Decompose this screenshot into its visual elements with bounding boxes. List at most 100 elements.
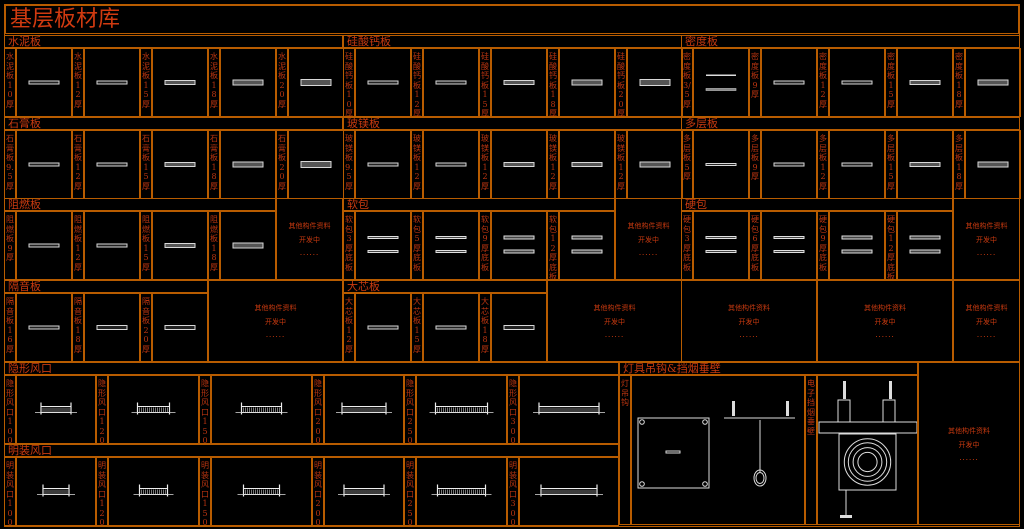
- board-cell[interactable]: [559, 130, 615, 199]
- hidden-vent-drawing: [35, 402, 77, 415]
- vent-cell[interactable]: [324, 457, 404, 526]
- board-label: 水泥板10厚: [4, 48, 16, 117]
- board-cell[interactable]: [220, 130, 276, 199]
- board-cell[interactable]: [152, 293, 208, 362]
- placeholder-dots: ......: [638, 249, 659, 257]
- placeholder-dots: ......: [875, 331, 895, 339]
- board-section-drawing: [705, 236, 737, 253]
- vent-label: 明装风口1200mm宽: [96, 457, 108, 526]
- board-label: 玻镁板12厚: [615, 130, 627, 199]
- section-header-阻燃板: 阻燃板: [4, 198, 276, 211]
- board-cell[interactable]: [355, 48, 411, 117]
- board-cell[interactable]: [84, 48, 140, 117]
- board-cell[interactable]: [491, 293, 547, 362]
- board-cell[interactable]: [491, 48, 547, 117]
- board-cell[interactable]: [16, 211, 72, 280]
- board-cell[interactable]: [693, 48, 749, 117]
- board-cell[interactable]: [152, 48, 208, 117]
- board-cell[interactable]: [16, 130, 72, 199]
- board-section-drawing: [96, 162, 128, 167]
- board-cell[interactable]: [627, 130, 683, 199]
- board-cell[interactable]: [220, 211, 276, 280]
- board-section-drawing: [367, 162, 399, 167]
- board-cell[interactable]: [761, 48, 817, 117]
- board-cell[interactable]: [423, 211, 479, 280]
- board-cell[interactable]: [559, 211, 615, 280]
- board-cell[interactable]: [627, 48, 683, 117]
- vent-cell[interactable]: [416, 375, 507, 444]
- board-label: 石膏板9.5厚: [4, 130, 16, 199]
- vent-cell[interactable]: [324, 375, 404, 444]
- vent-cell[interactable]: [416, 457, 507, 526]
- board-section-drawing: [435, 325, 467, 330]
- board-section-drawing: [367, 325, 399, 330]
- board-cell[interactable]: [897, 130, 953, 199]
- board-label: 硬包9厚底板: [817, 211, 829, 280]
- board-cell[interactable]: [16, 293, 72, 362]
- surface-vent-drawing: [37, 484, 75, 497]
- board-cell[interactable]: [897, 48, 953, 117]
- vent-cell[interactable]: [519, 375, 619, 444]
- board-cell[interactable]: [491, 130, 547, 199]
- board-section-drawing: [435, 162, 467, 167]
- placeholder-in-development: 其他构件资料开发中......: [615, 198, 682, 280]
- board-cell[interactable]: [84, 211, 140, 280]
- board-cell[interactable]: [897, 211, 953, 280]
- board-cell[interactable]: [152, 130, 208, 199]
- placeholder-status: 开发中: [265, 318, 286, 326]
- vent-cell[interactable]: [108, 457, 199, 526]
- board-label: 玻镁板12厚: [547, 130, 559, 199]
- vent-cell[interactable]: [519, 457, 619, 526]
- board-cell[interactable]: [965, 48, 1021, 117]
- board-cell[interactable]: [220, 48, 276, 117]
- board-cell[interactable]: [423, 48, 479, 117]
- board-cell[interactable]: [423, 293, 479, 362]
- surface-vent-drawing: [535, 484, 603, 497]
- board-cell[interactable]: [829, 48, 885, 117]
- board-section-drawing: [773, 80, 805, 85]
- board-cell[interactable]: [761, 130, 817, 199]
- board-cell[interactable]: [491, 211, 547, 280]
- board-cell[interactable]: [355, 293, 411, 362]
- board-cell[interactable]: [16, 48, 72, 117]
- section-header-大芯板: 大芯板: [343, 280, 547, 293]
- board-label: 密度板3/5厚: [681, 48, 693, 117]
- vent-cell[interactable]: [108, 375, 199, 444]
- board-cell[interactable]: [84, 293, 140, 362]
- vent-cell[interactable]: [211, 375, 312, 444]
- board-cell[interactable]: [288, 130, 344, 199]
- board-cell[interactable]: [423, 130, 479, 199]
- board-cell[interactable]: [152, 211, 208, 280]
- board-cell[interactable]: [355, 211, 411, 280]
- board-cell[interactable]: [84, 130, 140, 199]
- hidden-vent-drawing: [235, 402, 288, 415]
- vent-cell[interactable]: [211, 457, 312, 526]
- board-cell[interactable]: [693, 211, 749, 280]
- board-section-drawing: [28, 325, 60, 330]
- placeholder-in-development: 其他构件资料开发中......: [681, 280, 817, 362]
- board-cell[interactable]: [559, 48, 615, 117]
- board-cell[interactable]: [965, 130, 1021, 199]
- board-cell[interactable]: [288, 48, 344, 117]
- section-header-隔音板: 隔音板: [4, 280, 208, 293]
- board-cell[interactable]: [761, 211, 817, 280]
- board-cell[interactable]: [829, 211, 885, 280]
- placeholder-status: 开发中: [638, 236, 659, 244]
- board-label: 硬包6厚底板: [749, 211, 761, 280]
- board-section-drawing: [232, 79, 264, 86]
- vent-cell[interactable]: [16, 457, 96, 526]
- board-label: 阻燃板18厚: [208, 211, 220, 280]
- board-cell[interactable]: [829, 130, 885, 199]
- board-section-drawing: [841, 162, 873, 167]
- vent-cell[interactable]: [16, 375, 96, 444]
- board-cell[interactable]: [693, 130, 749, 199]
- board-label: 硬包3厚底板: [681, 211, 693, 280]
- section-header-fixtures: 灯具吊钩&挡烟垂壁: [619, 362, 918, 375]
- hook-cell[interactable]: [631, 375, 805, 525]
- board-section-drawing: [164, 243, 196, 248]
- board-section-drawing: [503, 235, 535, 254]
- board-cell[interactable]: [355, 130, 411, 199]
- placeholder-line: 其他构件资料: [288, 222, 331, 230]
- smoke-barrier-cell[interactable]: [817, 375, 918, 525]
- board-section-drawing: [503, 162, 535, 167]
